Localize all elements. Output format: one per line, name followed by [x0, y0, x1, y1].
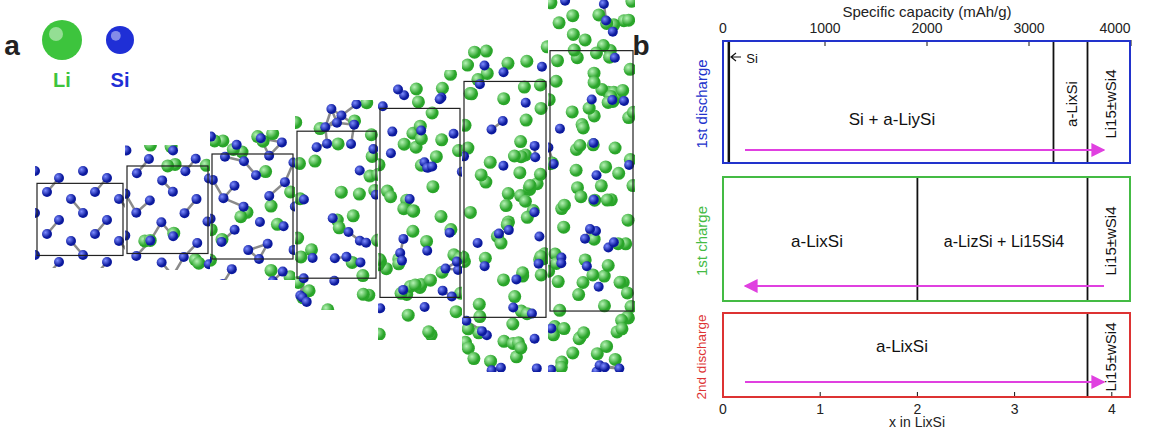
phase-boundary [1053, 40, 1055, 164]
process-arrow [745, 285, 1104, 287]
phase-boundary [917, 176, 919, 302]
tick-label: 3 [1011, 402, 1019, 417]
atom-swatch [42, 20, 82, 60]
tick-label: 1 [816, 402, 824, 417]
tick-label: 0 [719, 21, 727, 36]
phase-label: a-LixSi [791, 233, 843, 252]
tick-label: 1000 [809, 21, 840, 36]
phase-boundary [1087, 40, 1089, 164]
tick-label: 4 [1108, 402, 1116, 417]
phase-label: Si + a-LiySi [849, 111, 935, 130]
phase-panel: 1st dischargeSiSi + a-LiySia-LixSiLi15±w… [722, 40, 1131, 164]
snapshot-panel [378, 70, 462, 340]
swatch-highlight [111, 31, 121, 41]
snapshot-panel [548, 0, 635, 372]
process-arrow [745, 149, 1104, 151]
snapshot-panel [295, 100, 378, 310]
panel-heading: 1st charge [694, 206, 711, 276]
phase-boundary [1087, 312, 1089, 398]
snapshot-panel [125, 145, 210, 270]
lithiation-snapshots [30, 0, 640, 377]
panel-heading: 1st discharge [694, 59, 711, 148]
tick-label: 0 [719, 402, 727, 417]
swatch-highlight [49, 27, 63, 41]
panel-letter: a [4, 31, 20, 62]
tick-label: 4000 [1099, 21, 1130, 36]
phase-diagram-lines [723, 40, 1131, 398]
process-arrow [745, 381, 1104, 383]
phase-boundary [728, 40, 731, 164]
phase-label: Li15±wSi4 [1103, 69, 1120, 138]
snapshot-panel [210, 130, 295, 280]
panel-heading: 2nd discharge [695, 315, 710, 400]
phase-boundary [1087, 176, 1089, 302]
panel-letter: b [632, 31, 649, 62]
snapshot-panel [462, 35, 548, 372]
phase-label: a-LixSi [1064, 81, 1081, 127]
atom-swatch [106, 26, 134, 54]
snapshot-panel [35, 165, 125, 268]
axis-title: Specific capacity (mAh/g) [842, 4, 1011, 21]
tick-label: 3000 [1013, 21, 1044, 36]
phase-label: a-LizSi + Li15Si4 [944, 233, 1065, 251]
legend-label: Si [111, 69, 130, 91]
tick-label: 2000 [911, 21, 942, 36]
phase-label: Si [746, 52, 758, 66]
phase-label: Li15±wSi4 [1103, 206, 1120, 275]
phase-panel: 2nd dischargea-LixSiLi15±wSi4 [722, 312, 1131, 398]
phase-label: a-LixSi [876, 338, 928, 357]
phase-panel: 1st chargea-LixSia-LizSi + Li15Si4Li15±w… [722, 176, 1131, 302]
pointer-arrow [731, 53, 741, 61]
atom-legend [42, 20, 134, 60]
phase-label: Li15±wSi4 [1103, 322, 1120, 391]
axis-title: x in LixSi [889, 415, 945, 430]
legend-label: Li [53, 69, 71, 91]
